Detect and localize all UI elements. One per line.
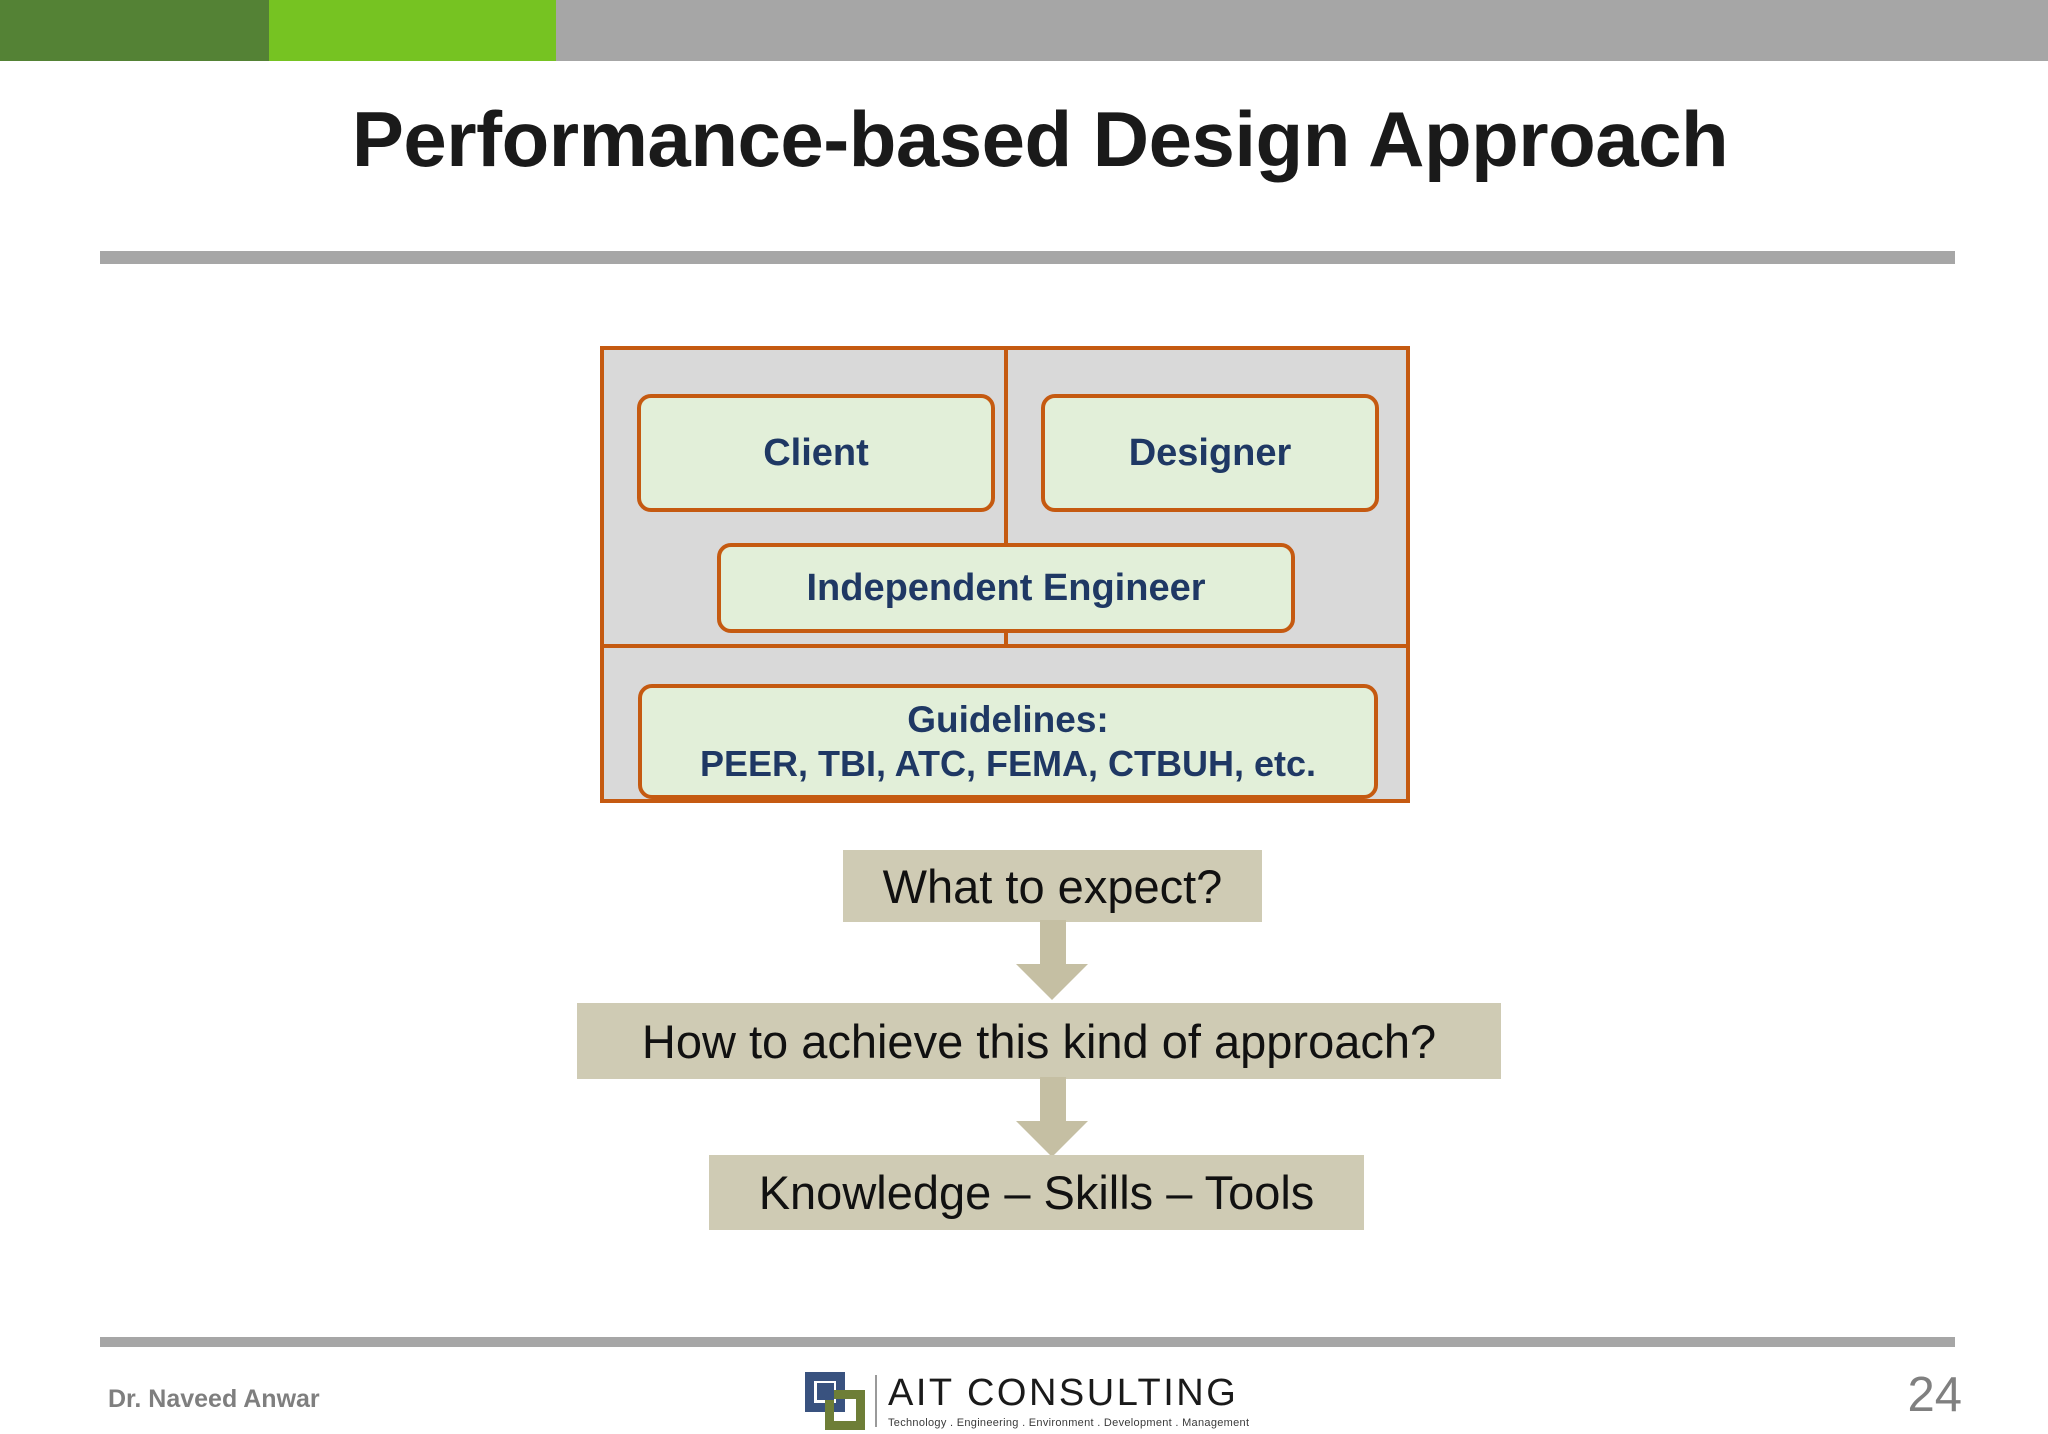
overlapping-squares-icon <box>805 1372 867 1430</box>
flow-step-what-to-expect-label: What to expect? <box>882 859 1223 913</box>
flow-step-how-to-achieve: How to achieve this kind of approach? <box>577 1003 1501 1079</box>
footer-divider <box>100 1337 1955 1347</box>
flow-step-knowledge-skills-tools-label: Knowledge – Skills – Tools <box>758 1166 1315 1219</box>
diagram-box-designer-label: Designer <box>1128 431 1292 474</box>
diagram-box-guidelines: Guidelines: PEER, TBI, ATC, FEMA, CTBUH,… <box>638 684 1378 799</box>
logo-square-olive <box>825 1390 865 1430</box>
logo-inner-dot <box>817 1383 834 1400</box>
logo-divider <box>875 1375 877 1427</box>
ait-consulting-logo: AIT CONSULTING Technology . Engineering … <box>805 1370 1249 1432</box>
arrow-head <box>1016 1121 1088 1157</box>
accent-segment-dark-green <box>0 0 269 61</box>
guidelines-list: PEER, TBI, ATC, FEMA, CTBUH, etc. <box>699 743 1317 785</box>
down-arrow-icon-1 <box>1016 920 1088 1000</box>
logo-tagline: Technology . Engineering . Environment .… <box>888 1416 1250 1429</box>
arrow-head <box>1016 964 1088 1000</box>
guidelines-heading: Guidelines: <box>907 698 1109 740</box>
arrow-shaft <box>1040 1077 1066 1125</box>
down-arrow-icon-2 <box>1016 1077 1088 1157</box>
flow-step-what-to-expect: What to expect? <box>843 850 1262 922</box>
diagram-box-client-label: Client <box>763 431 869 474</box>
flow-step-knowledge-skills-tools: Knowledge – Skills – Tools <box>709 1155 1364 1230</box>
diagram-box-designer: Designer <box>1041 394 1379 512</box>
accent-segment-gray <box>556 0 2048 61</box>
logo-text-block: AIT CONSULTING Technology . Engineering … <box>888 1374 1249 1429</box>
top-accent-bar <box>0 0 2048 61</box>
diagram-box-independent-engineer: Independent Engineer <box>717 543 1295 633</box>
diagram-box-independent-engineer-label: Independent Engineer <box>806 566 1206 609</box>
logo-name: AIT CONSULTING <box>888 1371 1239 1414</box>
diagram-box-client: Client <box>637 394 995 512</box>
slide-title: Performance-based Design Approach <box>351 95 1729 183</box>
arrow-shaft <box>1040 920 1066 968</box>
stakeholder-diagram: Client Designer Independent Engineer Gui… <box>600 346 1410 803</box>
footer-author: Dr. Naveed Anwar <box>108 1385 320 1413</box>
flow-step-how-to-achieve-label: How to achieve this kind of approach? <box>641 1014 1437 1068</box>
title-divider <box>100 251 1955 264</box>
accent-segment-bright-green <box>269 0 556 61</box>
page-number: 24 <box>1907 1368 1962 1422</box>
